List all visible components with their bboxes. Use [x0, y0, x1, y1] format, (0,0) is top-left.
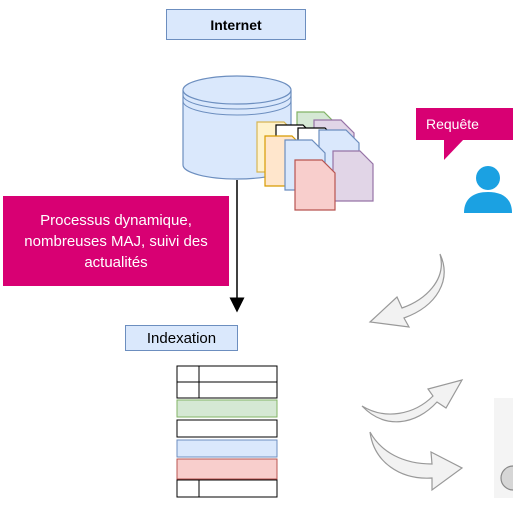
query-callout: Requête [416, 108, 513, 140]
index-table-icon [176, 365, 278, 498]
result-badge-icon [494, 398, 513, 498]
curved-arrow-left [368, 253, 445, 328]
indexation-node: Indexation [125, 325, 238, 351]
user-icon [464, 166, 512, 213]
process-note: Processus dynamique, nombreuses MAJ, sui… [3, 196, 229, 286]
documents-icon [256, 111, 374, 211]
curved-arrow-right-lower [369, 431, 464, 492]
curved-arrow-right-upper [361, 379, 464, 423]
query-callout-tail [444, 139, 464, 160]
internet-node: Internet [166, 9, 306, 40]
